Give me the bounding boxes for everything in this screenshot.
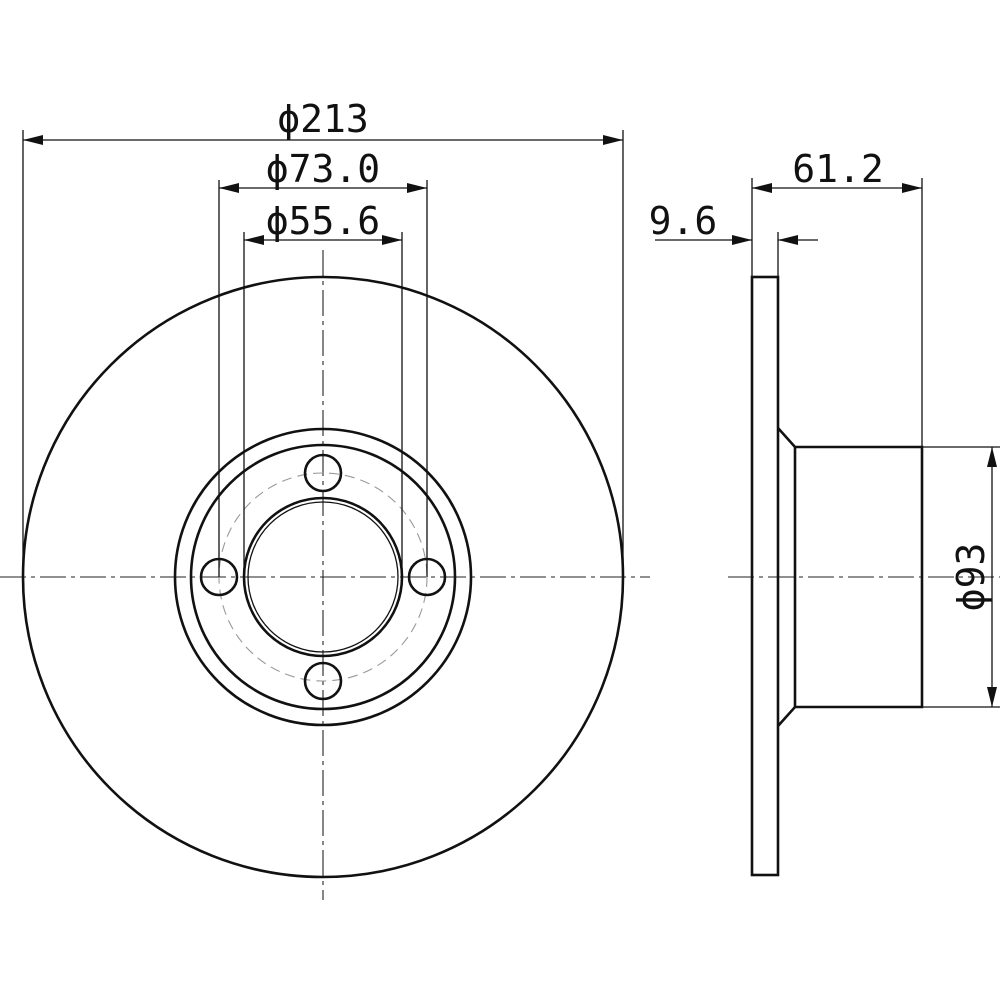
- bolt-hole-bottom: [303, 661, 343, 701]
- arrow-in-right-icon: [778, 235, 798, 245]
- side-view: [728, 275, 1000, 877]
- dimension-outer-diameter: ϕ213: [22, 97, 624, 577]
- pcd-diameter-label: ϕ73.0: [266, 147, 380, 191]
- arrow-in-left-icon: [732, 235, 752, 245]
- outer-diameter-label: ϕ213: [277, 97, 369, 141]
- arrow-top-icon: [987, 447, 997, 467]
- dimension-hat-diameter: ϕ93: [922, 446, 1000, 708]
- center-bore-inner: [247, 501, 399, 653]
- overall-height-label: 61.2: [792, 147, 884, 191]
- disc-plate-section: [750, 275, 780, 877]
- disc-thickness-label: 9.6: [649, 199, 718, 243]
- bolt-hole-top: [303, 453, 343, 493]
- dimension-bore: ϕ55.6: [243, 199, 403, 577]
- hub-outer-circle: [173, 427, 473, 727]
- front-view: [0, 250, 650, 900]
- arrow-left-icon: [23, 135, 43, 145]
- dimension-overall-height: 61.2: [751, 147, 923, 447]
- arrow-right-icon: [382, 235, 402, 245]
- arrow-left-icon: [752, 183, 772, 193]
- arrow-left-icon: [219, 183, 239, 193]
- hat-profile: [777, 427, 924, 727]
- arrow-right-icon: [407, 183, 427, 193]
- dimension-disc-thickness: 9.6: [649, 199, 818, 277]
- arrow-left-icon: [244, 235, 264, 245]
- arrow-right-icon: [902, 183, 922, 193]
- hat-diameter-label: ϕ93: [949, 543, 993, 612]
- dimension-pcd: ϕ73.0: [218, 147, 428, 577]
- hub-inner-circle: [189, 443, 457, 711]
- bore-diameter-label: ϕ55.6: [266, 199, 380, 243]
- arrow-bottom-icon: [987, 687, 997, 707]
- arrow-right-icon: [603, 135, 623, 145]
